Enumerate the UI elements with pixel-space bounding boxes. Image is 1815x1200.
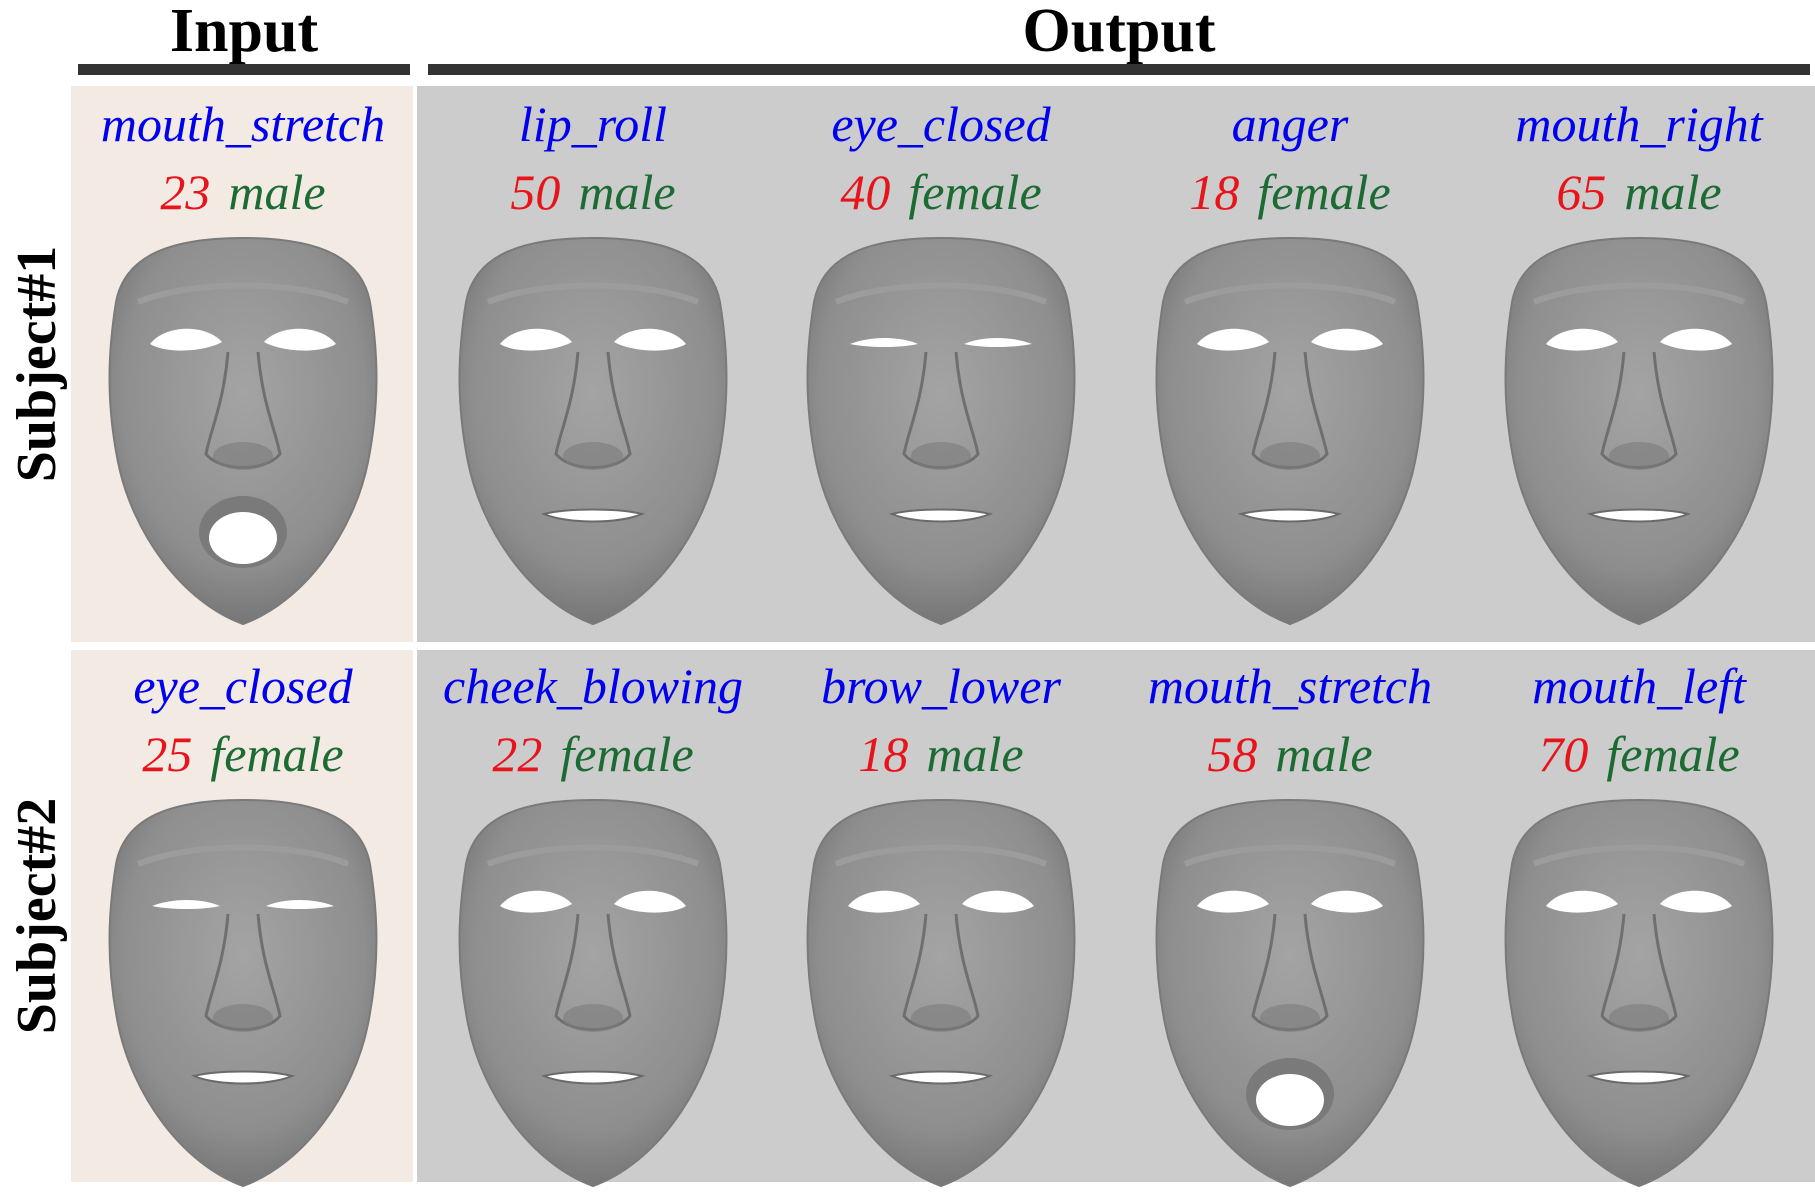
- face-mesh-icon: [1504, 798, 1774, 1188]
- gender-value: female: [210, 726, 344, 782]
- attributes-label: 40 female: [768, 162, 1114, 222]
- attributes-label: 65 male: [1466, 162, 1812, 222]
- age-value: 25: [142, 726, 193, 782]
- gender-value: male: [228, 164, 326, 220]
- face-mesh-icon: [1504, 236, 1774, 626]
- age-value: 22: [492, 726, 543, 782]
- face-mesh-icon: [458, 798, 728, 1188]
- output-face-cell: mouth_right 65 male: [1466, 88, 1812, 638]
- age-value: 58: [1207, 726, 1258, 782]
- age-value: 70: [1538, 726, 1589, 782]
- age-value: 18: [858, 726, 909, 782]
- expression-label: mouth_stretch: [1147, 658, 1433, 714]
- output-header: Output: [1022, 0, 1216, 65]
- age-value: 65: [1556, 164, 1607, 220]
- output-header-rule: [428, 64, 1810, 75]
- input-face-cell: mouth_stretch 23 male: [70, 88, 416, 638]
- attributes-label: 18 female: [1117, 162, 1463, 222]
- face-mesh-icon: [1155, 798, 1425, 1188]
- output-face-cell: eye_closed 40 female: [768, 88, 1114, 638]
- input-header-rule: [78, 64, 410, 75]
- gender-value: female: [1606, 726, 1740, 782]
- gender-value: male: [926, 726, 1024, 782]
- row-label-subject-2: Subject#2: [6, 650, 68, 1182]
- output-face-cell: anger 18 female: [1117, 88, 1463, 638]
- input-face-cell: eye_closed 25 female: [70, 650, 416, 1200]
- age-value: 23: [160, 164, 211, 220]
- attributes-label: 25 female: [70, 724, 416, 784]
- output-face-cell: cheek_blowing 22 female: [420, 650, 766, 1200]
- gender-value: male: [578, 164, 676, 220]
- expression-label: cheek_blowing: [443, 658, 743, 714]
- face-mesh-icon: [1155, 236, 1425, 626]
- gender-value: female: [908, 164, 1042, 220]
- gender-value: male: [1624, 164, 1722, 220]
- row-label-text: Subject#2: [6, 797, 69, 1035]
- attributes-label: 18 male: [768, 724, 1114, 784]
- row-label-text: Subject#1: [6, 245, 69, 483]
- face-mesh-icon: [108, 236, 378, 626]
- expression-label: mouth_right: [1515, 96, 1763, 152]
- expression-label: eye_closed: [133, 658, 353, 714]
- attributes-label: 70 female: [1466, 724, 1812, 784]
- expression-label: mouth_stretch: [100, 96, 386, 152]
- expression-label: anger: [1231, 96, 1349, 152]
- face-mesh-icon: [806, 236, 1076, 626]
- attributes-label: 23 male: [70, 162, 416, 222]
- age-value: 50: [510, 164, 561, 220]
- attributes-label: 22 female: [420, 724, 766, 784]
- input-header: Input: [169, 0, 319, 65]
- gender-value: female: [1257, 164, 1391, 220]
- output-face-cell: mouth_stretch 58 male: [1117, 650, 1463, 1200]
- row-label-subject-1: Subject#1: [6, 86, 68, 642]
- output-face-cell: mouth_left 70 female: [1466, 650, 1812, 1200]
- attributes-label: 58 male: [1117, 724, 1463, 784]
- expression-label: eye_closed: [831, 96, 1051, 152]
- output-face-cell: brow_lower 18 male: [768, 650, 1114, 1200]
- expression-label: brow_lower: [821, 658, 1061, 714]
- expression-label: lip_roll: [518, 96, 668, 152]
- face-mesh-icon: [108, 798, 378, 1188]
- face-mesh-icon: [458, 236, 728, 626]
- attributes-label: 50 male: [420, 162, 766, 222]
- output-face-cell: lip_roll 50 male: [420, 88, 766, 638]
- gender-value: male: [1275, 726, 1373, 782]
- expression-label: mouth_left: [1532, 658, 1746, 714]
- age-value: 18: [1189, 164, 1240, 220]
- face-mesh-icon: [806, 798, 1076, 1188]
- gender-value: female: [560, 726, 694, 782]
- age-value: 40: [840, 164, 891, 220]
